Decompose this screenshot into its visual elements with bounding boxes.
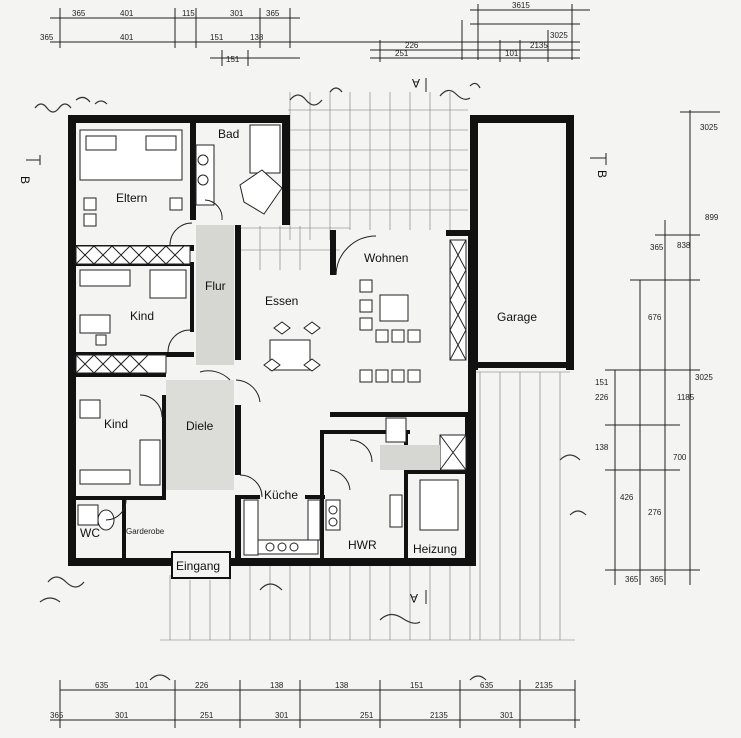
label-wc: WC <box>80 526 100 540</box>
label-hwr: HWR <box>348 538 377 552</box>
dim-top-11: 251 <box>395 49 409 58</box>
dim-bottom-10: 301 <box>115 711 129 720</box>
dim-right-4: 365 <box>650 243 664 252</box>
dim-right-10: 138 <box>595 443 609 452</box>
label-essen: Essen <box>265 294 298 308</box>
label-eingang: Eingang <box>176 559 220 573</box>
dim-right-14: 365 <box>625 575 639 584</box>
dim-top-14: 3025 <box>550 31 568 40</box>
dim-top-13: 2135 <box>530 41 548 50</box>
dim-top-8: 151 <box>210 33 224 42</box>
dim-top-total: 3615 <box>512 1 530 10</box>
dim-right-15: 365 <box>650 575 664 584</box>
label-garage: Garage <box>497 310 537 324</box>
dim-bottom-14: 2135 <box>430 711 448 720</box>
dim-top-1: 365 <box>72 9 86 18</box>
section-b-right: B <box>595 170 609 178</box>
dim-right-5: 676 <box>648 313 662 322</box>
handwritten-marks <box>34 82 587 681</box>
dim-top-15: 151 <box>226 55 240 64</box>
dim-bottom-2: 101 <box>135 681 149 690</box>
dim-top-4: 301 <box>230 9 244 18</box>
dim-top-9: 138 <box>250 33 264 42</box>
terrace-paving <box>160 92 575 641</box>
section-a-top: A <box>412 76 420 90</box>
label-kueche: Küche <box>264 488 298 502</box>
shower <box>239 169 283 215</box>
dim-right-2: 899 <box>705 213 719 222</box>
dim-right-6: 1185 <box>677 393 695 402</box>
dim-bottom-7: 635 <box>480 681 494 690</box>
entrance-box <box>171 551 231 579</box>
dim-top-6: 365 <box>40 33 54 42</box>
top-dimension-chain: 365 401 115 301 365 3615 365 401 151 138… <box>40 1 590 66</box>
right-dimension-chain: 3025 899 838 365 676 1185 3025 151 226 1… <box>595 110 720 585</box>
dim-right-1: 3025 <box>700 123 718 132</box>
dim-bottom-6: 151 <box>410 681 424 690</box>
dim-right-3: 838 <box>677 241 691 250</box>
room-labels: Bad Eltern Flur Kind Essen Wohnen Garage… <box>80 127 537 573</box>
label-diele: Diele <box>186 419 214 433</box>
furniture <box>77 124 459 556</box>
dim-top-12: 101 <box>505 49 519 58</box>
section-a-bottom: A <box>410 591 418 605</box>
window-hatching <box>75 239 467 471</box>
dim-right-9: 226 <box>595 393 609 402</box>
dim-right-11: 426 <box>620 493 634 502</box>
label-bad: Bad <box>218 127 239 141</box>
dim-right-12: 276 <box>648 508 662 517</box>
dim-top-2: 401 <box>120 9 134 18</box>
dim-bottom-13: 251 <box>360 711 374 720</box>
section-markers: B B A A <box>18 76 609 605</box>
dim-right-7: 3025 <box>695 373 713 382</box>
exterior-walls <box>68 115 574 566</box>
dim-top-10: 226 <box>405 41 419 50</box>
label-flur: Flur <box>205 279 226 293</box>
dim-right-8: 151 <box>595 378 609 387</box>
dim-top-3: 115 <box>182 9 195 18</box>
label-eltern: Eltern <box>116 191 147 205</box>
label-wohnen: Wohnen <box>364 251 408 265</box>
label-kind-upper: Kind <box>130 309 154 323</box>
dim-bottom-12: 301 <box>275 711 289 720</box>
dim-bottom-3: 226 <box>195 681 209 690</box>
dim-bottom-11: 251 <box>200 711 214 720</box>
dim-bottom-15: 301 <box>500 711 514 720</box>
hall-tiles <box>166 225 440 490</box>
label-kind-lower: Kind <box>104 417 128 431</box>
dim-bottom-8: 2135 <box>535 681 553 690</box>
dim-bottom-4: 138 <box>270 681 284 690</box>
label-heizung: Heizung <box>413 542 457 556</box>
dim-top-5: 365 <box>266 9 280 18</box>
dim-right-13: 700 <box>673 453 687 462</box>
dim-bottom-1: 635 <box>95 681 109 690</box>
coffee-table <box>379 294 409 322</box>
dim-top-7: 401 <box>120 33 134 42</box>
section-b-left: B <box>18 176 32 184</box>
bottom-dimension-chain: 635 101 226 138 138 151 635 2135 365 301… <box>50 680 580 728</box>
dim-bottom-5: 138 <box>335 681 349 690</box>
dim-bottom-9: 365 <box>50 711 64 720</box>
door-swings <box>105 199 377 521</box>
label-garderobe: Garderobe <box>126 527 165 536</box>
